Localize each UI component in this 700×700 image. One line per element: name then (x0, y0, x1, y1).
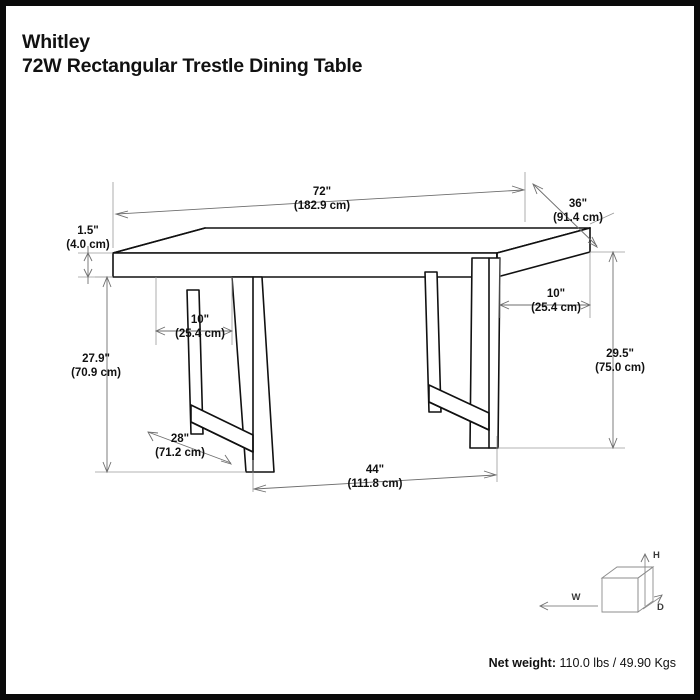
width-label-metric: (182.9 cm) (294, 200, 350, 212)
right-overhang-label-imperial: 10" (547, 288, 565, 300)
right-overhang-label-metric: (25.4 cm) (531, 302, 581, 314)
product-name: 72W Rectangular Trestle Dining Table (22, 55, 363, 77)
clearance-label-imperial: 27.9" (82, 353, 110, 365)
height-label-imperial: 29.5" (606, 348, 634, 360)
clearance-label-metric: (70.9 cm) (71, 367, 121, 379)
left-overhang-arrow-left (154, 326, 166, 336)
thickness-label-imperial: 1.5" (77, 225, 98, 237)
legend-cube-front-face (601, 577, 639, 613)
right-leg-rear-post (424, 271, 442, 413)
leg-spread-label-metric: (71.2 cm) (155, 447, 205, 459)
depth-dimension-line (532, 183, 598, 247)
thickness-arrow-bottom (83, 268, 93, 279)
right-overhang-arrow-left (498, 300, 510, 310)
leg-spread-arrow-start (147, 431, 159, 442)
title-block: Whitley 72W Rectangular Trestle Dining T… (22, 30, 582, 79)
leg-span-arrow-right (483, 470, 498, 479)
depth-label-metric: (91.4 cm) (553, 212, 603, 224)
depth-arrow-top (532, 183, 544, 195)
height-arrow-top (608, 250, 618, 263)
leg-span-label-imperial: 44" (366, 464, 384, 476)
thickness-arrow-top (83, 251, 93, 262)
legend-depth-axis (642, 595, 663, 610)
leg-span-label-metric: (111.8 cm) (348, 478, 403, 490)
tabletop-plank-seam-left (112, 227, 206, 254)
depth-label-imperial: 36" (569, 198, 587, 210)
width-arrow-right (511, 185, 526, 194)
width-arrow-left (114, 210, 129, 219)
left-leg-stretcher-seam (190, 421, 254, 453)
tabletop-front-edge-face (112, 252, 498, 278)
height-label-metric: (75.0 cm) (595, 362, 645, 374)
thickness-label-metric: (4.0 cm) (66, 239, 110, 251)
width-label-imperial: 72" (313, 186, 331, 198)
height-arrow-bottom (608, 437, 618, 450)
right-leg-stretcher-seam (428, 401, 490, 431)
leg-spread-dimension-line (147, 431, 232, 464)
clearance-arrow-top (102, 275, 112, 288)
depth-extension-top (589, 212, 615, 225)
legend-cube-right-face (637, 566, 654, 613)
legend-width-label: W (572, 592, 581, 603)
left-overhang-label-imperial: 10" (191, 314, 209, 326)
legend-height-arrow (640, 552, 650, 563)
drawing-sheet (6, 6, 694, 694)
clearance-arrow-bottom (102, 461, 112, 474)
net-weight-block: Net weight: 110.0 lbs / 49.90 Kgs (489, 656, 676, 670)
right-overhang-arrow-right (580, 300, 592, 310)
legend-depth-arrow (653, 594, 663, 604)
net-weight-value: 110.0 lbs / 49.90 Kgs (559, 656, 676, 670)
left-overhang-label-metric: (25.4 cm) (175, 328, 225, 340)
leg-span-arrow-left (252, 484, 267, 493)
leg-spread-arrow-end (220, 454, 233, 465)
leg-span-dimension-line (254, 474, 496, 490)
width-dimension-line (116, 189, 524, 215)
net-weight-label: Net weight: (488, 656, 556, 670)
legend-depth-label: D (657, 602, 664, 613)
legend-width-arrow (538, 601, 549, 611)
product-brand: Whitley (22, 31, 90, 53)
legend-height-label: H (653, 550, 660, 561)
depth-arrow-bottom (587, 236, 599, 249)
left-overhang-arrow-right (222, 326, 234, 336)
left-leg-rear-post (186, 289, 204, 435)
leg-spread-label-imperial: 28" (171, 433, 189, 445)
